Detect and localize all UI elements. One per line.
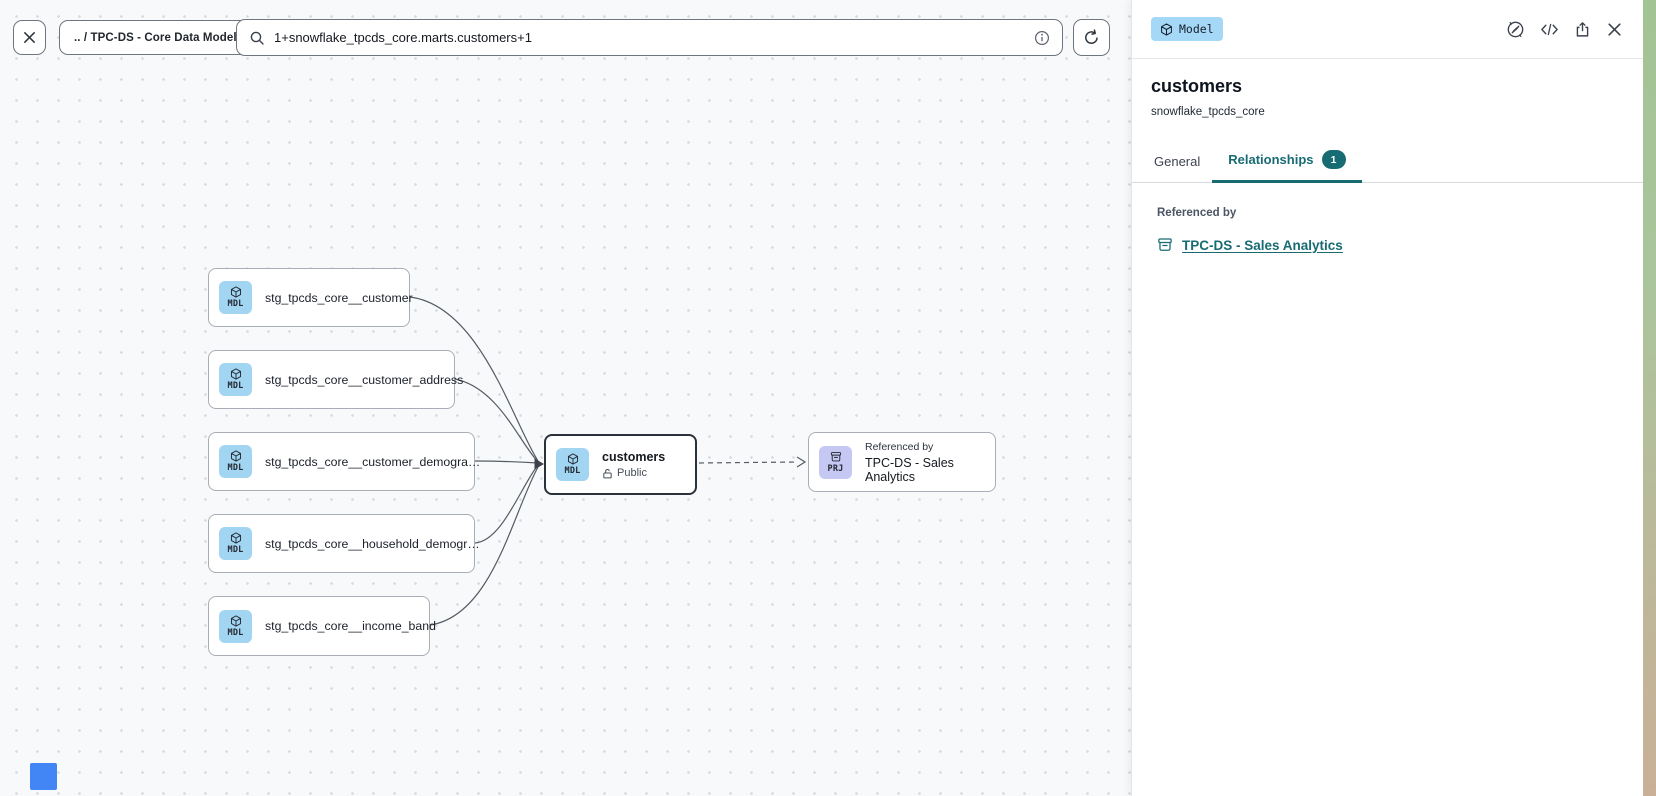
refresh-icon xyxy=(1083,29,1100,46)
detail-panel: Model customers snowflake_tpcds_core Gen… xyxy=(1131,0,1643,796)
archive-icon xyxy=(1157,237,1173,253)
breadcrumb[interactable]: .. / TPC-DS - Core Data Models xyxy=(59,20,259,55)
share-icon[interactable] xyxy=(1574,21,1591,38)
lock-open-icon xyxy=(602,468,613,479)
node-stg-tpcds-core-income-band[interactable]: MDL stg_tpcds_core__income_band xyxy=(208,596,436,656)
node-stg-tpcds-core-customer-address[interactable]: MDL stg_tpcds_core__customer_address xyxy=(208,350,463,409)
close-panel-icon[interactable] xyxy=(1606,21,1623,38)
panel-subtitle: snowflake_tpcds_core xyxy=(1151,106,1265,118)
node-label: customers xyxy=(602,450,666,464)
node-referenced-project[interactable]: PRJ Referenced by TPC-DS - Sales Analyti… xyxy=(808,432,996,492)
cube-icon xyxy=(1160,22,1173,36)
model-badge: MDL xyxy=(219,363,252,396)
info-icon[interactable] xyxy=(1034,30,1050,46)
panel-tabs: General Relationships 1 xyxy=(1132,139,1643,183)
refresh-button[interactable] xyxy=(1073,19,1110,56)
desktop-wallpaper-sliver xyxy=(1643,0,1656,796)
model-badge: MDL xyxy=(556,448,589,481)
minimap-viewport[interactable] xyxy=(30,763,57,790)
tab-general[interactable]: General xyxy=(1154,153,1201,169)
close-lineage-button[interactable] xyxy=(13,20,46,55)
model-badge: MDL xyxy=(219,527,252,560)
node-label: TPC-DS - Sales Analytics xyxy=(865,455,954,484)
node-label: stg_tpcds_core__customer xyxy=(265,290,413,305)
node-stg-tpcds-core-household-demographics[interactable]: MDL stg_tpcds_core__household_demogr… xyxy=(208,514,480,573)
cube-icon xyxy=(230,450,242,462)
cube-icon xyxy=(230,532,242,544)
lineage-search[interactable] xyxy=(236,19,1063,56)
cube-icon xyxy=(230,614,242,627)
resource-type-badge: Model xyxy=(1151,17,1223,41)
node-label: stg_tpcds_core__income_band xyxy=(265,619,436,633)
model-badge: MDL xyxy=(219,609,252,643)
search-input[interactable] xyxy=(274,30,1025,45)
cube-icon xyxy=(230,286,242,298)
close-icon xyxy=(22,30,37,45)
node-stg-tpcds-core-customer-demographics[interactable]: MDL stg_tpcds_core__customer_demogra… xyxy=(208,432,480,491)
tab-relationships[interactable]: Relationships 1 xyxy=(1212,139,1362,183)
project-badge: PRJ xyxy=(819,445,852,479)
node-stg-tpcds-core-customer[interactable]: MDL stg_tpcds_core__customer xyxy=(208,268,413,327)
referenced-by-link[interactable]: TPC-DS - Sales Analytics xyxy=(1182,237,1343,253)
search-icon xyxy=(249,30,265,46)
referenced-by-label: Referenced by xyxy=(1157,207,1237,219)
node-visibility: Public xyxy=(602,467,665,479)
model-badge: MDL xyxy=(219,445,252,478)
node-customers-selected[interactable]: MDL customers Public xyxy=(544,434,697,495)
explore-compass-icon[interactable] xyxy=(1506,20,1525,39)
referenced-by-item[interactable]: TPC-DS - Sales Analytics xyxy=(1157,237,1623,253)
cube-icon xyxy=(230,368,242,380)
code-icon[interactable] xyxy=(1540,22,1559,37)
archive-icon xyxy=(830,451,842,463)
node-kicker: Referenced by xyxy=(865,440,934,453)
lineage-canvas[interactable]: MDL stg_tpcds_core__customer MDL stg_tpc… xyxy=(0,0,1131,796)
node-label: stg_tpcds_core__household_demogr… xyxy=(265,536,480,551)
relationships-count-badge: 1 xyxy=(1321,150,1346,169)
model-badge: MDL xyxy=(219,281,252,314)
node-label: stg_tpcds_core__customer_address xyxy=(265,372,464,387)
node-label: stg_tpcds_core__customer_demogra… xyxy=(265,454,481,469)
panel-header: Model xyxy=(1132,0,1643,59)
cube-icon xyxy=(567,453,579,465)
lineage-edges xyxy=(409,296,807,626)
panel-title: customers xyxy=(1151,76,1243,96)
